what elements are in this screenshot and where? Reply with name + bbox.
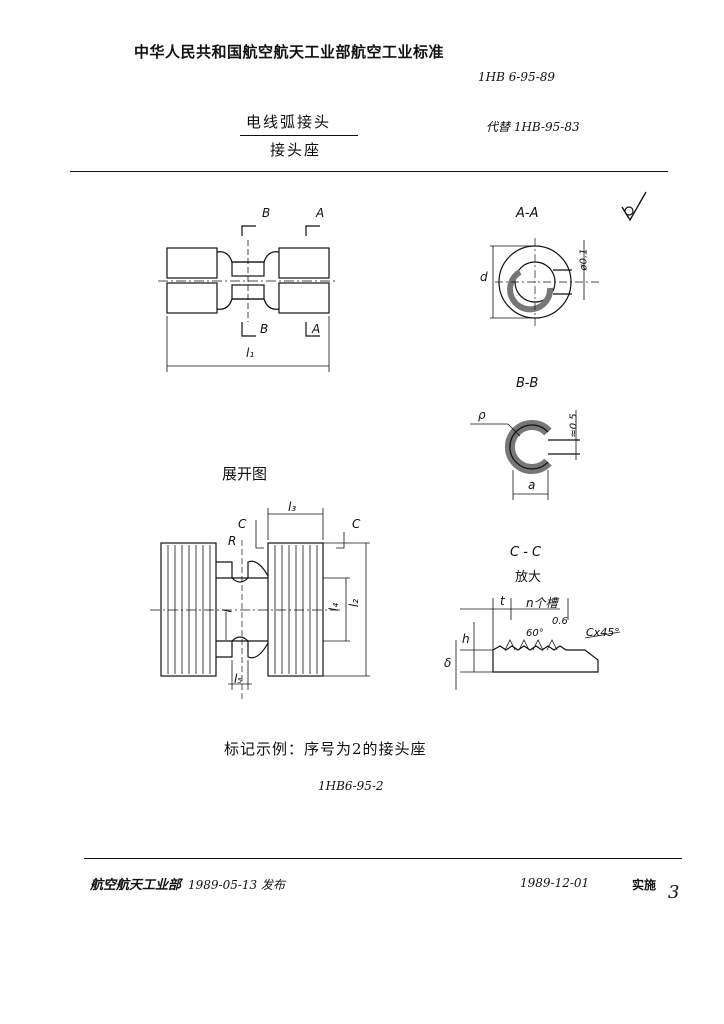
doc-title-line2: 接头座 (270, 141, 322, 159)
label-l4: l₄ (327, 602, 342, 612)
label-l5: l₅ (234, 672, 243, 686)
replaces-label: 代替 1HB-95-83 (486, 120, 580, 134)
impl-label: 实施 (632, 878, 657, 892)
label-delta: δ (444, 656, 452, 670)
label-a-top: A (316, 206, 325, 220)
label-h: h (462, 632, 470, 646)
label-r05: ≈0.5 (568, 413, 580, 438)
label-b-bottom: B (260, 322, 269, 336)
standard-title: 中华人民共和国航空航天工业部航空工业标准 (134, 43, 445, 61)
section-cc-subtitle: 放大 (515, 570, 542, 585)
label-w06: 0.6 (552, 616, 568, 627)
footer-rule (84, 858, 682, 859)
expand-view-title: 展开图 (222, 465, 268, 483)
section-aa-title: A-A (516, 206, 539, 221)
section-bb-title: B-B (516, 376, 539, 391)
impl-date: 1989-12-01 (520, 876, 590, 890)
label-l3: l₃ (288, 500, 297, 514)
publisher: 航空航天工业部 (90, 878, 182, 893)
label-d01: ø0.1 (578, 248, 590, 271)
label-b-top: B (262, 206, 271, 220)
header-rule (70, 171, 668, 172)
label-a-bottom: A (312, 322, 321, 336)
left-barrel-bottom (166, 282, 218, 314)
page-number: 3 (668, 882, 680, 903)
label-a-dim: a (528, 478, 536, 492)
expand-right-block (267, 542, 324, 677)
marking-code: 1HB6-95-2 (318, 779, 384, 793)
label-c-left: C (238, 517, 247, 531)
label-rho: ρ (478, 408, 486, 422)
title-divider (240, 135, 358, 136)
expand-left-block (160, 542, 217, 677)
section-cc-title: C - C (510, 545, 542, 560)
label-n-slots: n个槽 (526, 596, 558, 610)
label-l: l (220, 609, 235, 613)
left-barrel-top (166, 247, 218, 279)
marking-example: 标记示例：序号为2的接头座 (224, 740, 427, 758)
label-angle60: 60° (526, 628, 544, 639)
doc-title-line1: 电线弧接头 (246, 113, 332, 131)
issue-date: 1989-05-13 发布 (188, 878, 286, 892)
label-r: R (228, 534, 237, 548)
expand-hatching (167, 545, 318, 674)
label-t: t (500, 594, 505, 608)
label-d: d (480, 270, 488, 284)
label-chamfer: Cx45° (586, 626, 620, 639)
right-barrel-bottom (278, 282, 330, 314)
label-l1: l₁ (246, 346, 255, 360)
label-c-right: C (352, 517, 361, 531)
standard-number: 1HB 6-95-89 (478, 70, 556, 84)
right-barrel-top (278, 247, 330, 279)
label-l2: l₂ (347, 598, 362, 608)
